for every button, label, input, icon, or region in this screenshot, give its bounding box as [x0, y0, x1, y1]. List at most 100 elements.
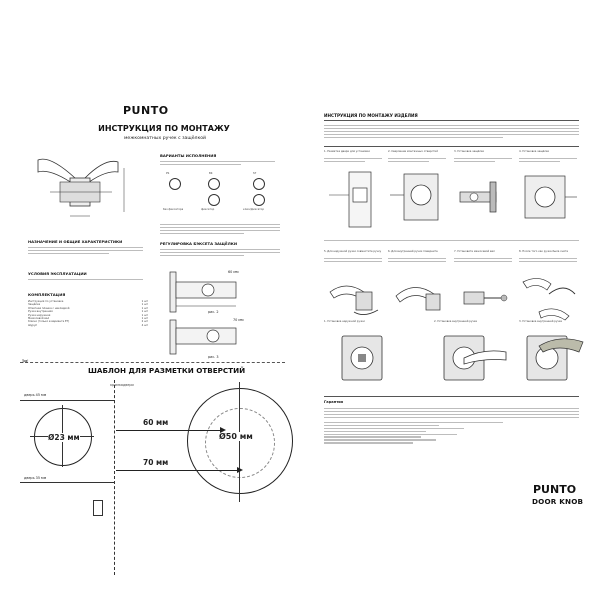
kit-row: Ручка наружная 1 шт — [28, 314, 148, 317]
left-page: PUNTO ИНСТРУКЦИЯ ПО МОНТАЖУ межкомнатных… — [20, 104, 293, 575]
dim-60-arrow — [116, 430, 224, 431]
kit-row: Ответная планка с накладкой 1 шт — [28, 307, 148, 310]
usage-heading: УСЛОВИЯ ЭКСПЛУАТАЦИИ — [28, 271, 87, 276]
kit-item-name: Защёлка — [28, 303, 41, 307]
purpose-heading: НАЗНАЧЕНИЕ И ОБЩИЕ ХАРАКТЕРИСТИКИ — [28, 239, 123, 244]
final2-illustration — [443, 335, 507, 381]
step6-illustration — [395, 287, 441, 311]
door-45-line — [20, 400, 115, 401]
dim-60-arrowhead — [220, 427, 226, 433]
scissors-icon: ✂ — [22, 357, 29, 366]
dim-70-text: 70 мм — [143, 458, 169, 467]
kit-row: Ручка внутренняя 1 шт — [28, 310, 148, 313]
step1-illustration — [329, 171, 372, 228]
latch-figure-2 — [169, 271, 237, 313]
variants-heading: ВАРИАНТЫ ИСПОЛНЕНИЯ — [160, 153, 217, 158]
variant-caption: без фиксатора — [163, 208, 184, 211]
step3-illustration — [459, 181, 497, 213]
kit-item-name: Межосевой вал — [28, 317, 50, 321]
variant-label: ST — [253, 172, 257, 175]
variant-caption: фиксатор — [201, 208, 215, 211]
variant-caption: ключ/фиксатор — [243, 208, 265, 211]
kit-item-qty: 4 шт — [141, 323, 148, 327]
hole-50-label: Ø50 мм — [219, 432, 253, 441]
warranty-text — [324, 408, 579, 445]
variant-bk-icon-2 — [208, 194, 220, 206]
step4-illustration — [524, 175, 577, 219]
header-rule-2 — [324, 146, 579, 147]
kit-item-name: Шуруп — [28, 323, 38, 327]
step-caption: 4. Установка защёлки — [519, 150, 550, 153]
variant-st-icon — [253, 178, 265, 190]
step-text — [454, 258, 512, 264]
step-text — [388, 258, 446, 264]
step8-illustration — [522, 278, 576, 321]
usage-text — [28, 279, 143, 282]
dim-70-arrowhead — [237, 467, 243, 473]
step-text — [324, 158, 382, 164]
step-caption: 3. Установка внутренней ручки — [519, 320, 563, 323]
step-caption: 2. Установка внутренней ручки — [434, 320, 478, 323]
step2-illustration — [390, 173, 439, 221]
step-caption: 5. Для наружной ручки совместите ручку — [324, 250, 382, 253]
kit-item-name: Ручка внутренняя — [28, 310, 53, 314]
steps-top-row: 1. Разметка двери для установки 2. Сверл… — [324, 150, 584, 235]
hole-50-inner — [205, 408, 275, 478]
dim-70-arrow — [116, 470, 241, 471]
step-text — [454, 158, 512, 164]
latch-heading: РЕГУЛИРОВКА БЭКСЕТА ЗАЩЁЛКИ — [160, 241, 238, 246]
variant-label: BK — [209, 172, 213, 175]
door-45-label: дверь 45 мм — [24, 393, 47, 397]
step-caption: 1. Установка наружной ручки — [324, 320, 365, 323]
step5-illustration — [329, 285, 379, 315]
kit-item-qty: 1 шт — [141, 310, 148, 314]
step-caption: 1. Разметка двери для установки — [324, 150, 370, 153]
kit-item-name: Ручка наружная — [28, 313, 51, 317]
handle-drawing — [37, 158, 125, 217]
variant-bk-icon — [208, 178, 220, 190]
door-edge-line — [114, 380, 115, 575]
door-35-line — [20, 482, 115, 483]
purpose-text — [28, 247, 143, 256]
hole-23-label: Ø23 мм — [48, 433, 80, 442]
step-caption: 6. Для внутренней ручки поверните — [388, 250, 438, 253]
product-name: DOOR KNOB — [532, 497, 584, 506]
kit-item-qty: 1 шт — [141, 313, 148, 317]
dim-60-label: 60 мм — [228, 270, 239, 274]
step7-illustration — [463, 291, 508, 305]
template-title: ШАБЛОН ДЛЯ РАЗМЕТКИ ОТВЕРСТИЙ — [88, 366, 246, 375]
dim-70-label: 70 мм — [233, 318, 244, 322]
warning-text — [160, 224, 280, 236]
hole-23-circle — [34, 408, 92, 466]
step-caption: 7. Установите межосевой вал — [454, 250, 495, 253]
page-title: ИНСТРУКЦИЯ ПО МОНТАЖУ — [98, 124, 230, 133]
kit-row: Шуруп 4 шт — [28, 324, 148, 327]
mid-note — [324, 240, 579, 243]
hole-50-circle — [187, 388, 293, 494]
kit-item-qty: 1 шт — [141, 306, 148, 310]
variant-list: PS BK ST без фиксатора фиксатор ключ/фик… — [163, 172, 273, 217]
kit-row: Защёлка 1 шт — [28, 303, 148, 306]
step-caption: 8. После того как ручка была снята — [519, 250, 568, 253]
fig3-label: рис. 3 — [208, 355, 219, 359]
door-handle-mark — [93, 500, 103, 516]
kit-item-qty: 2 шт — [141, 320, 148, 324]
brand-text: PUNTO — [123, 104, 169, 117]
kit-item-name: Ответная планка с накладкой — [28, 306, 70, 310]
variant-ps-icon — [169, 178, 181, 190]
dim-60-text: 60 мм — [143, 418, 169, 427]
step-text — [519, 158, 577, 164]
kit-item-qty: 1 шт — [141, 317, 148, 321]
step-text — [519, 258, 577, 264]
kit-item-qty: 1 шт — [141, 303, 148, 307]
page-subtitle: межкомнатных ручек с защёлкой — [123, 136, 207, 141]
latch-text — [160, 249, 280, 258]
right-brand-logo: PUNTO — [533, 483, 576, 496]
steps-mid-row: 5. Для наружной ручки совместите ручку 6… — [324, 250, 584, 330]
warranty-rule — [324, 396, 579, 397]
kit-item-name: Ключи (только в варианте ET) — [28, 320, 70, 324]
final3-illustration — [526, 335, 584, 381]
variant-st-icon-2 — [253, 194, 265, 206]
latch-figure-3 — [169, 319, 237, 355]
